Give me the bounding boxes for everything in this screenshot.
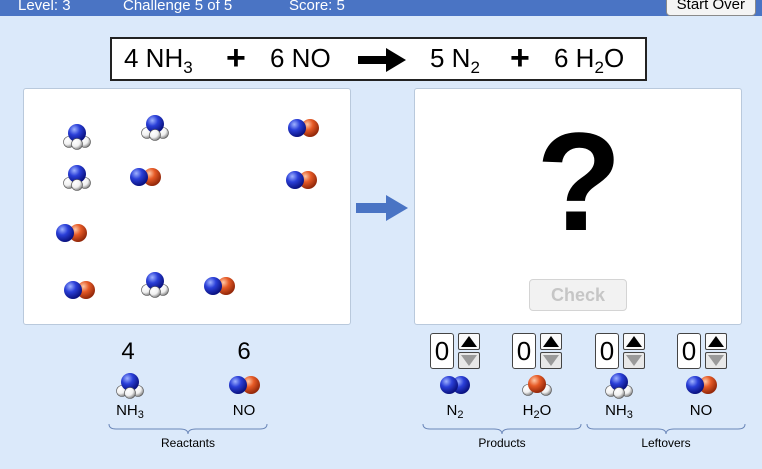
product-n2-increment-button[interactable] [458,333,480,350]
leftovers-group-label: Leftovers [641,436,691,450]
product-h2o-spinner: 0 [512,333,562,369]
reactants-bracket [108,423,268,435]
triangle-up-icon [543,336,559,347]
leftover-no-increment-button[interactable] [705,333,727,350]
nh3-molecule-icon [138,270,172,298]
no-molecule-icon [684,374,718,396]
equation-product-h2o: 6 H2O [554,43,625,77]
leftover-no-value[interactable]: 0 [677,333,701,369]
leftover-nh3-spinner: 0 [595,333,645,369]
unknown-result-mark: ? [536,103,622,260]
n2-molecule-icon [438,374,472,396]
top-bar: Level: 3 Challenge 5 of 5 Score: 5 Start… [0,0,762,16]
nh3-molecule-icon [60,163,94,191]
leftovers-bracket [586,423,746,435]
product-h2o-value[interactable]: 0 [512,333,536,369]
leftover-no-decrement-button[interactable] [705,352,727,369]
product-label-n2: N2 [446,402,464,421]
nh3-molecule-icon [113,371,147,399]
product-h2o-increment-button[interactable] [540,333,562,350]
nh3-molecule-icon [138,113,172,141]
product-n2-decrement-button[interactable] [458,352,480,369]
no-molecule-icon [286,117,320,139]
no-molecule-icon [128,166,162,188]
level-indicator: Level: 3 [18,0,71,14]
leftover-label-no: NO [689,402,713,419]
no-molecule-icon [62,279,96,301]
challenge-indicator: Challenge 5 of 5 [123,0,233,14]
triangle-down-icon [708,355,724,366]
triangle-down-icon [461,355,477,366]
product-n2-value[interactable]: 0 [430,333,454,369]
product-h2o-decrement-button[interactable] [540,352,562,369]
nh3-molecule-icon [60,122,94,150]
products-bracket [422,423,582,435]
no-molecule-icon [54,222,88,244]
reaction-arrow-icon [358,48,406,72]
reactants-box [23,88,351,325]
result-box: ? Check [414,88,742,325]
reactants-group-label: Reactants [160,436,216,450]
equation-reactant-nh3: 4 NH3 [124,43,193,77]
leftover-nh3-increment-button[interactable] [623,333,645,350]
no-molecule-icon [284,169,318,191]
leftover-nh3-value[interactable]: 0 [595,333,619,369]
reactant-count-nh3: 4 [121,338,135,365]
leftover-no-spinner: 0 [677,333,727,369]
leftover-label-nh3: NH3 [605,402,633,421]
equation-product-n2: 5 N2 [430,43,480,77]
triangle-up-icon [461,336,477,347]
triangle-up-icon [708,336,724,347]
reactant-count-no: 6 [237,338,251,365]
reactant-label-nh3: NH3 [116,402,144,421]
nh3-molecule-icon [602,371,636,399]
product-n2-spinner: 0 [430,333,480,369]
product-label-h2o: H2O [522,402,552,421]
h2o-molecule-icon [520,371,554,399]
leftover-nh3-decrement-button[interactable] [623,352,645,369]
check-button[interactable]: Check [529,279,627,311]
reaction-equation: 4 NH3 + 6 NO 5 N2 + 6 H2O [110,37,647,81]
reactant-label-no: NO [232,402,256,419]
triangle-down-icon [543,355,559,366]
equation-reactant-no: 6 NO [270,43,331,73]
no-molecule-icon [202,275,236,297]
triangle-down-icon [626,355,642,366]
triangle-up-icon [626,336,642,347]
start-over-button[interactable]: Start Over [665,0,756,16]
score-indicator: Score: 5 [289,0,345,14]
plus-sign: + [510,39,530,77]
no-molecule-icon [227,374,261,396]
plus-sign: + [226,39,246,77]
right-arrow-icon [356,195,408,221]
products-group-label: Products [478,436,526,450]
